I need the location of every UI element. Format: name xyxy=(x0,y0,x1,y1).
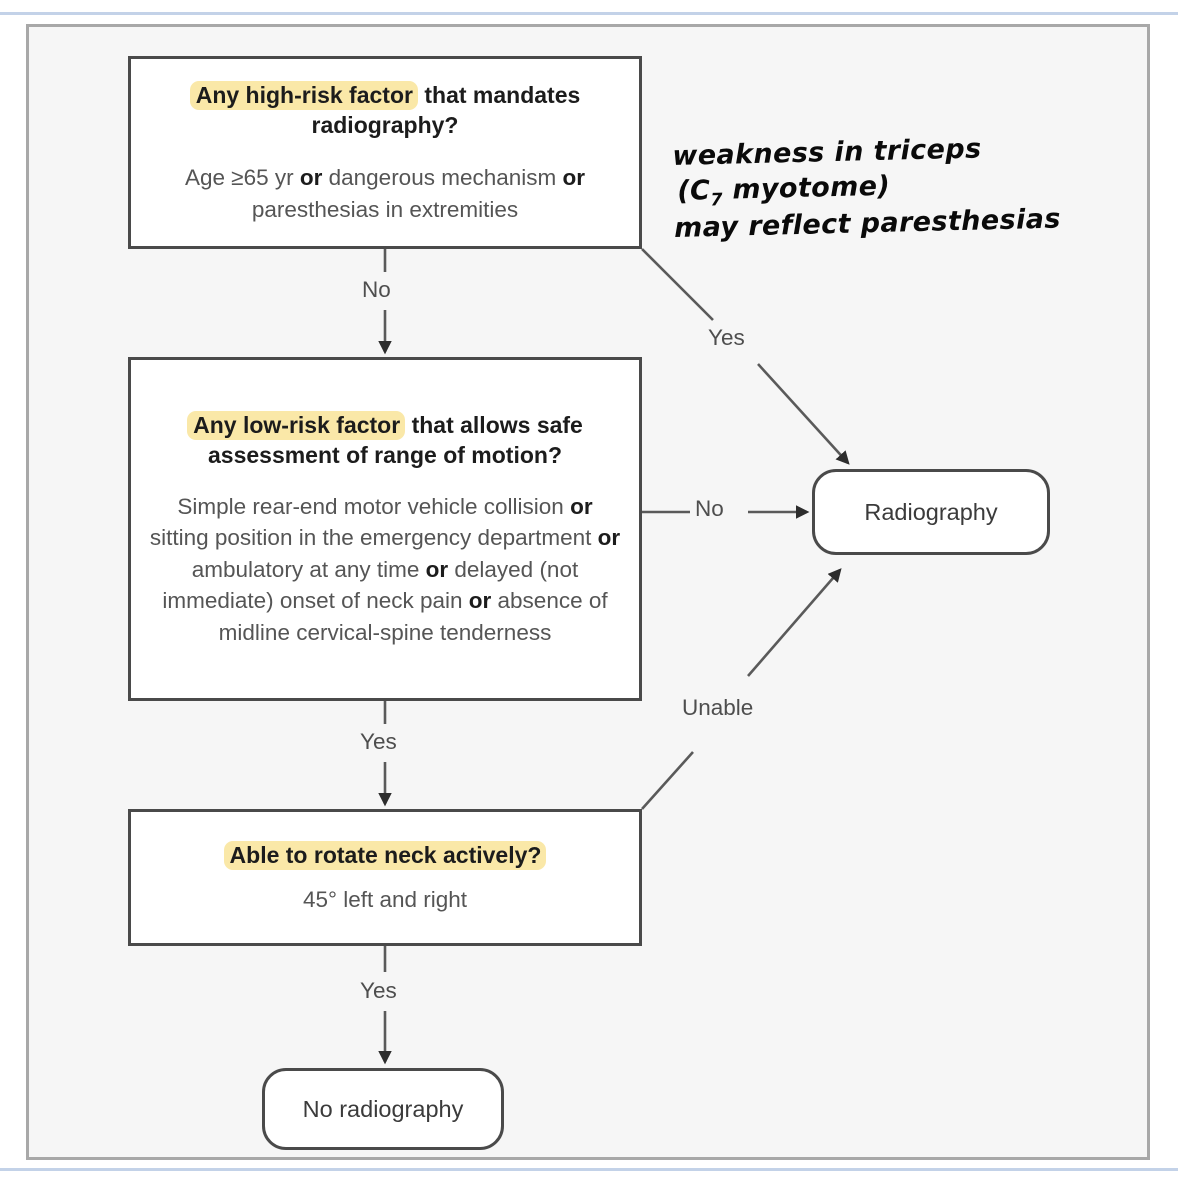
decision-box-high-risk: Any high-risk factor that mandates radio… xyxy=(128,56,642,249)
low-risk-or-1: or xyxy=(570,493,593,519)
annotation-line-2-pre: (C xyxy=(676,174,711,207)
outcome-no-radiography: No radiography xyxy=(262,1068,504,1150)
decision-box-low-risk: Any low-risk factor that allows safe ass… xyxy=(128,357,642,701)
outcome-radiography-label: Radiography xyxy=(864,498,998,525)
high-risk-detail-3: paresthesias in extremities xyxy=(251,196,519,222)
low-risk-detail-2: sitting position in the emergency depart… xyxy=(149,525,598,551)
edge-label-low-risk-yes: Yes xyxy=(360,729,397,754)
high-risk-detail-1: Age ≥65 yr xyxy=(184,165,300,191)
low-risk-question-rest: that allows safe assessment of range of … xyxy=(207,411,583,469)
rotate-highlight: Able to rotate neck actively? xyxy=(223,840,547,870)
edge-label-high-risk-no: No xyxy=(362,277,391,302)
high-risk-question: Any high-risk factor that mandates radio… xyxy=(131,80,639,141)
low-risk-highlight: Any low-risk factor xyxy=(187,410,406,440)
low-risk-detail-5: absence of midline cervical-spine tender… xyxy=(218,588,608,645)
high-risk-question-rest: that mandates radiography? xyxy=(311,81,581,138)
low-risk-detail-4: delayed (not immediate) onset of neck pa… xyxy=(162,556,579,614)
low-risk-or-3: or xyxy=(425,556,449,582)
high-risk-detail-2: dangerous mechanism xyxy=(322,165,563,191)
decision-box-rotate-neck: Able to rotate neck actively? 45° left a… xyxy=(128,809,642,946)
high-risk-or-2: or xyxy=(562,165,586,191)
edge-label-rotate-yes: Yes xyxy=(360,978,397,1003)
bottom-rule xyxy=(0,1168,1178,1171)
rotate-question: Able to rotate neck actively? xyxy=(210,840,561,870)
high-risk-or-1: or xyxy=(299,165,323,191)
outcome-no-radiography-label: No radiography xyxy=(302,1095,464,1122)
high-risk-highlight: Any high-risk factor xyxy=(189,80,418,110)
low-risk-or-4: or xyxy=(468,588,492,614)
edge-label-rotate-unable: Unable xyxy=(682,695,754,720)
annotation-line-2-sub: 7 xyxy=(710,189,724,211)
annotation-line-2-post: myotome) xyxy=(722,170,891,206)
low-risk-or-2: or xyxy=(597,525,621,551)
low-risk-detail: Simple rear-end motor vehicle collision … xyxy=(131,491,639,649)
edge-label-high-risk-yes: Yes xyxy=(708,325,745,350)
high-risk-detail: Age ≥65 yr or dangerous mechanism or par… xyxy=(131,162,639,225)
top-rule xyxy=(0,12,1178,15)
rotate-detail: 45° left and right xyxy=(302,886,468,912)
handwritten-annotation: weakness in triceps (C7 myotome) may ref… xyxy=(672,130,1094,247)
edge-label-low-risk-no: No xyxy=(695,496,724,521)
outcome-radiography: Radiography xyxy=(812,469,1050,555)
low-risk-detail-3: ambulatory at any time xyxy=(191,556,426,582)
low-risk-detail-1: Simple rear-end motor vehicle collision xyxy=(177,493,571,519)
low-risk-question: Any low-risk factor that allows safe ass… xyxy=(131,410,639,471)
